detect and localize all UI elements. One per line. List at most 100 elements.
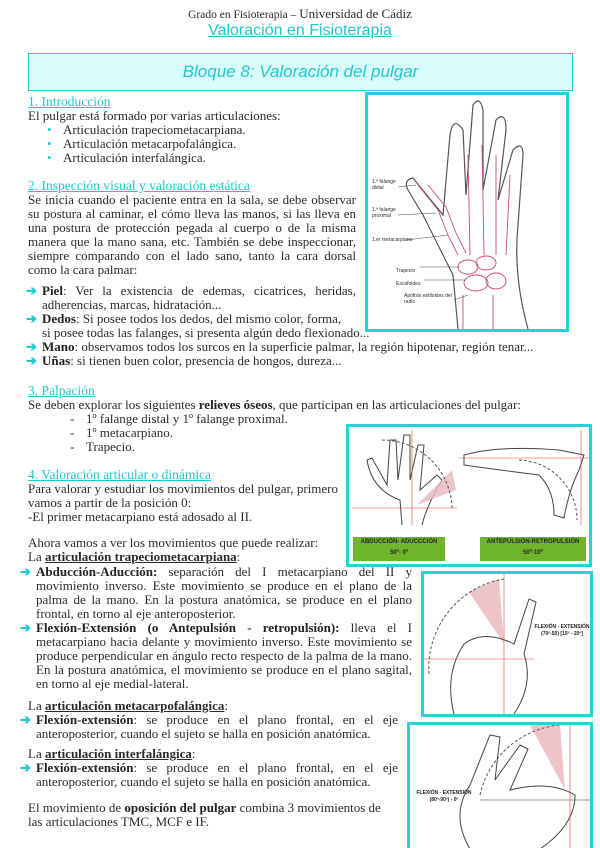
abduction-sketch-icon: [352, 430, 457, 525]
inspection-item: ➔ Uñas: si tienen buen color, presencia d…: [26, 354, 596, 368]
item-term: Flexión-Extensión (o Antepulsión - retro…: [36, 620, 340, 635]
if-flexion-label: FLEXIÓN - EXTENSIÓN(80º-90º) - 0º: [414, 790, 474, 804]
text-bold: relieves óseos: [198, 397, 273, 412]
item-text: : observamos todos los surcos en la supe…: [74, 339, 534, 354]
item-text: : Si posee todos los dedos, del mismo co…: [42, 311, 370, 340]
section-inspection: 2. Inspección visual y valoración estáti…: [28, 179, 356, 277]
item-text: : se produce en el plano frontal, en el …: [36, 760, 398, 789]
text: La: [28, 746, 45, 761]
list-item: Articulación trapeciometacarpiana.: [63, 123, 358, 137]
section-dynamic: 4. Valoración articular o dinámica Para …: [28, 468, 338, 564]
mcf-flexion-label: FLEXIÓN - EXTENSIÓN(70º-50) [15º - 20º]: [532, 624, 592, 638]
inspection-item: ➔ Piel: Ver la existencia de edemas, cica…: [26, 284, 356, 312]
label-scaphoid: Escafoides: [396, 281, 421, 287]
arrow-icon: ➔: [20, 620, 31, 635]
movement-item: ➔ Flexión-Extensión (o Antepulsión - retr…: [20, 621, 412, 691]
joint-name: articulación trapeciometacarpiana: [44, 549, 237, 564]
section-introduction: 1. Introducción El pulgar está formado p…: [28, 95, 358, 165]
text: :: [236, 549, 241, 564]
movement-name: FLEXIÓN - EXTENSIÓN: [416, 790, 472, 796]
joint-heading-mcf: La articulación metacarpofalángica:: [20, 699, 398, 713]
item-term: Flexión-extensión: [36, 760, 134, 775]
label-trapezium: Trapecio: [396, 268, 416, 274]
arrow-icon: ➔: [20, 760, 31, 775]
intro-text: El pulgar está formado por varias articu…: [28, 108, 281, 123]
inspection-paragraph: Se inicia cuando el paciente entra en la…: [28, 192, 356, 277]
text: combina 3 movimientos de las articulacio…: [28, 800, 381, 829]
item-text: separación del I metacarpiano del II y m…: [36, 564, 412, 621]
antepulsion-sketch-icon: [459, 430, 589, 525]
if-hand-sketch-icon: [459, 724, 590, 848]
list-item: Articulación interfalángica.: [63, 151, 358, 165]
list-item: 1º falange distal y 1º falange proximal.: [86, 412, 598, 426]
text: , que participan en las articulaciones d…: [272, 397, 521, 412]
joint-name: articulación interfalángica: [44, 746, 192, 761]
label-metacarpal: 1.er metacarpiano: [372, 237, 413, 243]
movement-item: ➔ Flexión-extensión: se produce en el pla…: [20, 761, 398, 789]
movement-name: ANTEPULSIÓN-RETROPULSIÓN: [486, 539, 580, 545]
item-term: Abducción-Aducción:: [36, 564, 158, 579]
tmc-range-figure: ABDUCCIÓN- ADUCCCIÓN 50º- 0º ANTEPULSIÓN-…: [346, 424, 592, 567]
arrow-icon: ➔: [26, 283, 37, 298]
range-value: (70º-50) [15º - 20º]: [541, 631, 583, 637]
mcf-block: La articulación metacarpofalángica: ➔ Fle…: [20, 699, 398, 829]
separator: –: [287, 9, 300, 21]
mcf-hand-sketch-icon: [424, 574, 537, 715]
item-text: : Ver la existencia de edemas, cicatrice…: [42, 283, 356, 312]
movement-item: ➔ Flexión-extensión: se produce en el pla…: [20, 713, 398, 741]
label-distal-phalanx: 1.ª falange distal: [372, 179, 396, 191]
bone-list: 1º falange distal y 1º falange proximal.…: [28, 412, 598, 454]
text: El movimiento de: [28, 800, 125, 815]
item-text: : se produce en el plano frontal, en el …: [36, 712, 398, 741]
inspection-item: ➔ Dedos: Si posee todos los dedos, del mi…: [26, 312, 398, 340]
hand-sketch-icon: [397, 100, 529, 330]
joint-heading-if: La articulación interfalángica:: [20, 747, 398, 761]
closing-paragraph: El movimiento de oposición del pulgar co…: [20, 801, 398, 829]
paragraph: -El primer metacarpiano está adosado al …: [28, 509, 253, 524]
item-term: Mano: [42, 339, 75, 354]
label-radial-styloid: Apófisis estiloides del radio: [404, 293, 452, 305]
abduction-label: ABDUCCIÓN- ADUCCCIÓN 50º- 0º: [353, 537, 445, 561]
text-bold: oposición del pulgar: [124, 800, 237, 815]
section-title: 3. Palpación: [28, 383, 95, 398]
range-value: 50º-10º: [523, 550, 543, 556]
arrow-icon: ➔: [26, 311, 37, 326]
movement-name: FLEXIÓN - EXTENSIÓN: [534, 624, 590, 630]
item-term: Flexión-extensión: [36, 712, 134, 727]
item-term: Piel: [42, 283, 63, 298]
tmc-movements: ➔ Abducción-Aducción: separación del I me…: [20, 565, 412, 691]
joint-heading-tmc: La articulación trapeciometacarpiana:: [28, 550, 338, 564]
item-term: Dedos: [42, 311, 76, 326]
item-text: : si tienen buen color, presencia de hon…: [70, 353, 342, 368]
movement-name: ABDUCCIÓN- ADUCCCIÓN: [360, 539, 438, 545]
arrow-icon: ➔: [26, 339, 37, 354]
mcf-flexion-figure: FLEXIÓN - EXTENSIÓN(70º-50) [15º - 20º]: [421, 571, 593, 717]
section-title: 4. Valoración articular o dinámica: [28, 467, 212, 482]
text: Se deben explorar los siguientes: [28, 397, 199, 412]
movement-item: ➔Abducción-Aducción: separación del I me…: [20, 565, 412, 621]
text: :: [224, 698, 229, 713]
joint-list: Articulación trapeciometacarpiana. Artic…: [28, 123, 358, 165]
range-value: 50º- 0º: [389, 550, 409, 556]
degree: Grado en Fisioterapia: [188, 9, 288, 21]
arrow-icon: ➔: [20, 712, 31, 727]
item-term: Uñas: [42, 353, 71, 368]
paragraph: Ahora vamos a ver los movimientos que pu…: [28, 535, 319, 550]
list-item: Articulación metacarpofalángica.: [63, 137, 358, 151]
list-item: 1º metacarpiano.: [86, 426, 598, 440]
hand-anatomy-figure: 1.ª falange distal 1.ª falange proximal …: [365, 92, 569, 332]
item-text: lleva el I metacarpiano hacia delante y …: [36, 620, 412, 691]
antepulsion-label: ANTEPULSIÓN-RETROPULSIÓN 50º-10º: [480, 537, 586, 561]
range-value: (80º-90º) - 0º: [429, 797, 459, 803]
subject-title: Valoración en Fisioterapia: [208, 22, 392, 39]
section-title: 2. Inspección visual y valoración estáti…: [28, 178, 250, 193]
arrow-icon: ➔: [26, 353, 37, 368]
paragraph: Para valorar y estudiar los movimientos …: [28, 481, 338, 510]
header-line: Grado en Fisioterapia – Universidad de C…: [0, 7, 600, 22]
inspection-item: ➔ Mano: observamos todos los surcos en la…: [26, 340, 596, 354]
text: La: [28, 698, 45, 713]
section-title: 1. Introducción: [28, 94, 111, 109]
block-title-banner: Bloque 8: Valoración del pulgar: [28, 53, 573, 91]
text: La: [28, 549, 45, 564]
